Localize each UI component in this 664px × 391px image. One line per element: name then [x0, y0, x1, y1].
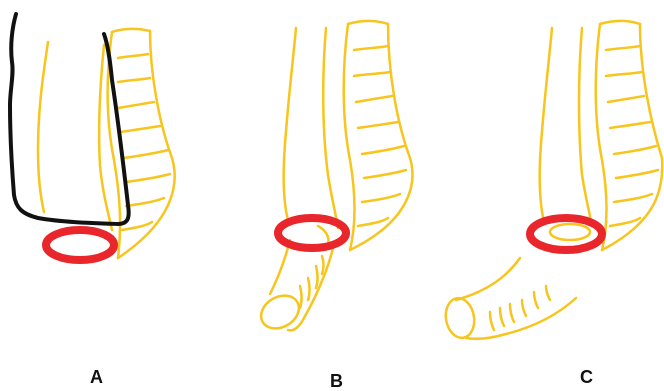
- panel-b-colon: [344, 21, 413, 250]
- panel-c-stump-closure: [550, 224, 590, 240]
- panel-c: [443, 21, 663, 340]
- panel-c-colon: [596, 21, 663, 250]
- panel-label-a: A: [90, 368, 103, 386]
- panel-label-b: B: [330, 372, 343, 390]
- panel-c-detached-appendix: [443, 258, 576, 340]
- panel-b-appendix: [284, 28, 338, 228]
- panel-b: [255, 21, 412, 335]
- panel-c-appendix: [540, 28, 592, 226]
- panel-a-appendix: [38, 42, 112, 230]
- panel-b-ring: [278, 218, 346, 248]
- panel-a: [10, 14, 175, 260]
- panel-c-ring: [530, 218, 602, 250]
- panel-a-ring: [46, 230, 114, 260]
- panel-label-c: C: [580, 368, 593, 386]
